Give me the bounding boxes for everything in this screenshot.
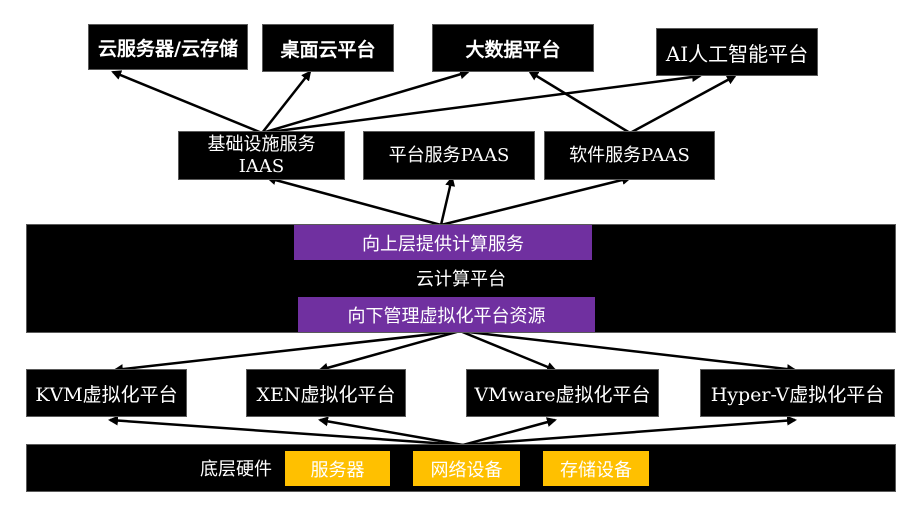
arrow-cloud-to-saas	[440, 175, 632, 227]
arrow-cloud-to-xen	[318, 329, 461, 373]
arrow-iaas-to-desktop	[261, 70, 312, 134]
arrow-cloud-to-hyperv	[459, 329, 797, 375]
arrow-hw-to-xen	[318, 416, 464, 447]
arrow-saas-to-bigdata	[528, 70, 631, 135]
arrow-hw-to-vmware	[462, 417, 557, 447]
service-iaas: 基础设施服务 IAAS	[178, 131, 345, 180]
arrow-cloud-to-vmware	[459, 329, 557, 372]
virt-vmware: VMware虚拟化平台	[466, 369, 659, 417]
cloud-platform-title: 云计算平台	[416, 269, 506, 290]
top-platform-ai: AI人工智能平台	[656, 28, 818, 76]
arrow-hw-to-kvm	[108, 415, 464, 447]
top-platform-cloud-server: 云服务器/云存储	[88, 24, 248, 70]
arrow-iaas-to-cloudserver	[111, 70, 263, 135]
hardware-server: 服务器	[285, 451, 390, 486]
cloud-upper-service: 向上层提供计算服务	[294, 225, 592, 260]
arrow-cloud-to-iaas	[266, 175, 442, 227]
hardware-storage: 存储设备	[543, 451, 649, 486]
service-paas: 平台服务PAAS	[363, 131, 535, 180]
virt-xen: XEN虚拟化平台	[246, 369, 406, 417]
arrow-iaas-to-bigdata	[261, 69, 470, 135]
service-saas: 软件服务PAAS	[544, 131, 715, 180]
arrow-cloud-to-paas	[439, 176, 456, 226]
cloud-lower-management: 向下管理虚拟化平台资源	[298, 297, 595, 332]
arrow-hw-to-hyperv	[462, 415, 797, 447]
top-platform-big-data: 大数据平台	[432, 24, 594, 72]
hardware-network: 网络设备	[413, 451, 520, 486]
virt-kvm: KVM虚拟化平台	[26, 369, 187, 417]
top-platform-desktop-cloud: 桌面云平台	[262, 24, 394, 72]
hardware-label: 底层硬件	[200, 459, 272, 480]
arrow-iaas-to-ai	[261, 72, 702, 135]
arrow-cloud-to-kvm	[113, 329, 461, 375]
arrow-saas-to-ai	[629, 74, 737, 135]
virt-hyperv: Hyper-V虚拟化平台	[700, 369, 895, 417]
